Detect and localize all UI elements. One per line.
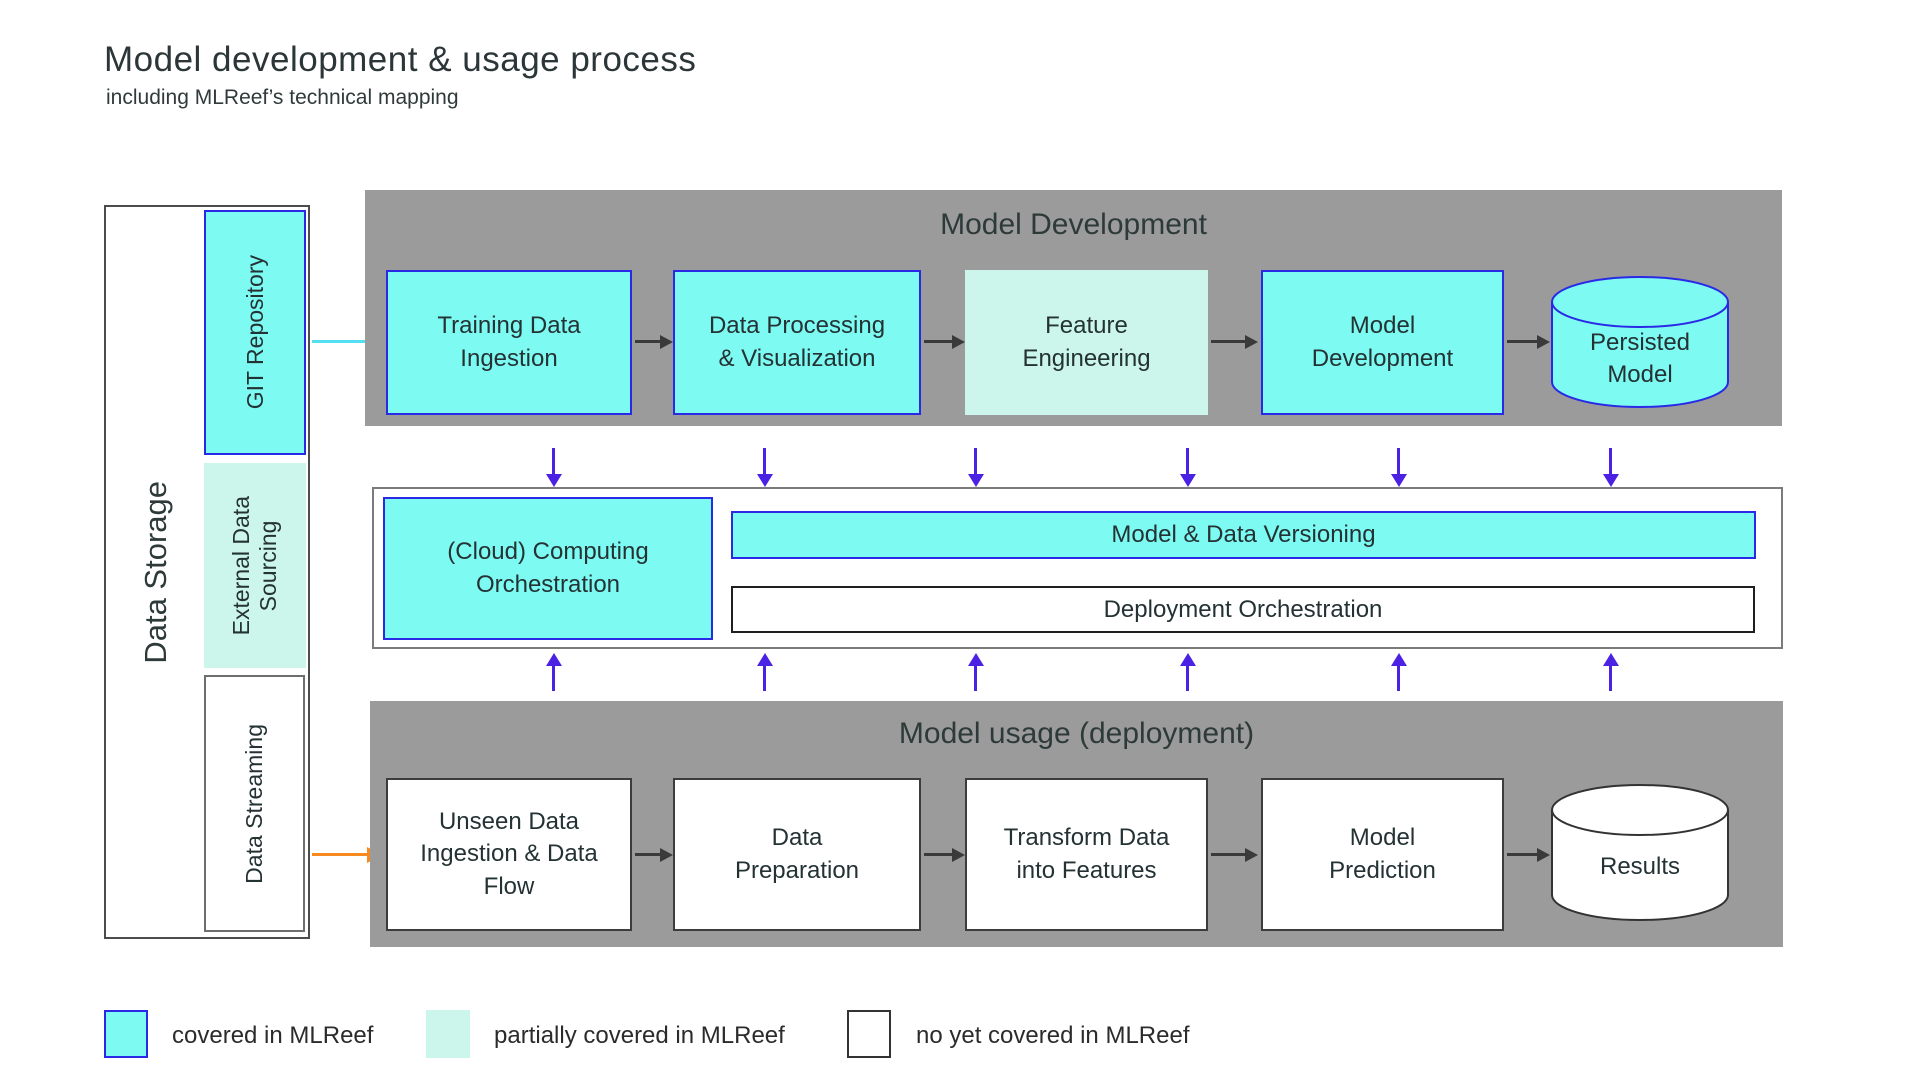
data-preparation-label: Data Preparation bbox=[734, 824, 860, 884]
streaming-to-unseen-arrow-icon bbox=[312, 846, 382, 863]
storage-item-git-repository: GIT Repository bbox=[204, 210, 306, 455]
unseen-data-ingestion-label: Unseen Data Ingestion & Data Flow bbox=[420, 807, 598, 900]
node-data-processing-visualization: Data Processing & Visualization bbox=[673, 270, 921, 415]
node-deployment-orchestration: Deployment Orchestration bbox=[731, 586, 1755, 633]
node-data-preparation: Data Preparation bbox=[673, 778, 921, 931]
model-data-versioning-label: Model & Data Versioning bbox=[1111, 521, 1376, 548]
storage-item-external-data-sourcing: External Data Sourcing bbox=[204, 463, 306, 668]
node-feature-engineering: Feature Engineering bbox=[965, 270, 1208, 415]
database-cylinder-icon bbox=[1551, 276, 1729, 408]
node-results: Results bbox=[1550, 783, 1730, 923]
sync-up-arrow-icon bbox=[967, 653, 984, 691]
legend-swatch-partially-covered bbox=[426, 1010, 470, 1058]
model-usage-header: Model usage (deployment) bbox=[898, 717, 1255, 750]
process-arrow-icon bbox=[1211, 847, 1258, 862]
legend-swatch-not-covered bbox=[847, 1010, 891, 1058]
legend-swatch-covered bbox=[104, 1010, 148, 1058]
node-training-data-ingestion: Training Data Ingestion bbox=[386, 270, 632, 415]
page-title: Model development & usage process bbox=[104, 40, 697, 79]
external-data-sourcing-label: External Data Sourcing bbox=[228, 495, 281, 636]
sync-up-arrow-icon bbox=[1390, 653, 1407, 691]
model-development-label: Model Development bbox=[1311, 312, 1454, 372]
legend-label-covered: covered in MLReef bbox=[172, 1022, 374, 1049]
git-to-training-arrow-icon bbox=[312, 333, 382, 350]
process-arrow-icon bbox=[635, 334, 673, 349]
sync-up-arrow-icon bbox=[756, 653, 773, 691]
node-persisted-model: Persisted Model bbox=[1550, 275, 1730, 410]
database-cylinder-icon bbox=[1551, 784, 1729, 921]
process-arrow-icon bbox=[924, 334, 965, 349]
sync-down-arrow-icon bbox=[545, 448, 562, 487]
data-streaming-label: Data Streaming bbox=[241, 723, 267, 884]
node-transform-data-into-features: Transform Data into Features bbox=[965, 778, 1208, 931]
page-subtitle: including MLReef’s technical mapping bbox=[106, 86, 459, 109]
legend-label-partially-covered: partially covered in MLReef bbox=[494, 1022, 785, 1049]
node-model-prediction: Model Prediction bbox=[1261, 778, 1504, 931]
sync-down-arrow-icon bbox=[1179, 448, 1196, 487]
persisted-model-label: Persisted Model bbox=[1589, 329, 1691, 389]
node-unseen-data-ingestion: Unseen Data Ingestion & Data Flow bbox=[386, 778, 632, 931]
training-data-ingestion-label: Training Data Ingestion bbox=[437, 312, 581, 372]
transform-data-into-features-label: Transform Data into Features bbox=[1003, 824, 1170, 884]
data-processing-visualization-label: Data Processing & Visualization bbox=[708, 312, 886, 372]
sync-down-arrow-icon bbox=[1602, 448, 1619, 487]
model-prediction-label: Model Prediction bbox=[1329, 824, 1436, 884]
node-cloud-computing-orchestration: (Cloud) Computing Orchestration bbox=[383, 497, 713, 640]
process-arrow-icon bbox=[635, 847, 673, 862]
legend-label-not-covered: no yet covered in MLReef bbox=[916, 1022, 1190, 1049]
process-arrow-icon bbox=[1507, 334, 1550, 349]
process-arrow-icon bbox=[1507, 847, 1550, 862]
process-arrow-icon bbox=[1211, 334, 1258, 349]
feature-engineering-label: Feature Engineering bbox=[1022, 312, 1151, 372]
process-arrow-icon bbox=[924, 847, 965, 862]
sync-down-arrow-icon bbox=[967, 448, 984, 487]
cloud-computing-orchestration-label: (Cloud) Computing Orchestration bbox=[447, 538, 649, 598]
data-storage-label: Data Storage bbox=[138, 480, 173, 664]
storage-item-data-streaming: Data Streaming bbox=[204, 675, 305, 932]
node-model-data-versioning: Model & Data Versioning bbox=[731, 511, 1756, 559]
results-label: Results bbox=[1599, 853, 1681, 880]
data-storage-label-wrap: Data Storage bbox=[106, 205, 206, 939]
git-repository-label: GIT Repository bbox=[241, 255, 268, 410]
sync-up-arrow-icon bbox=[545, 653, 562, 691]
model-development-header: Model Development bbox=[940, 208, 1207, 241]
deployment-orchestration-label: Deployment Orchestration bbox=[1103, 595, 1383, 623]
sync-down-arrow-icon bbox=[1390, 448, 1407, 487]
node-model-development: Model Development bbox=[1261, 270, 1504, 415]
sync-up-arrow-icon bbox=[1602, 653, 1619, 691]
sync-up-arrow-icon bbox=[1179, 653, 1196, 691]
sync-down-arrow-icon bbox=[756, 448, 773, 487]
